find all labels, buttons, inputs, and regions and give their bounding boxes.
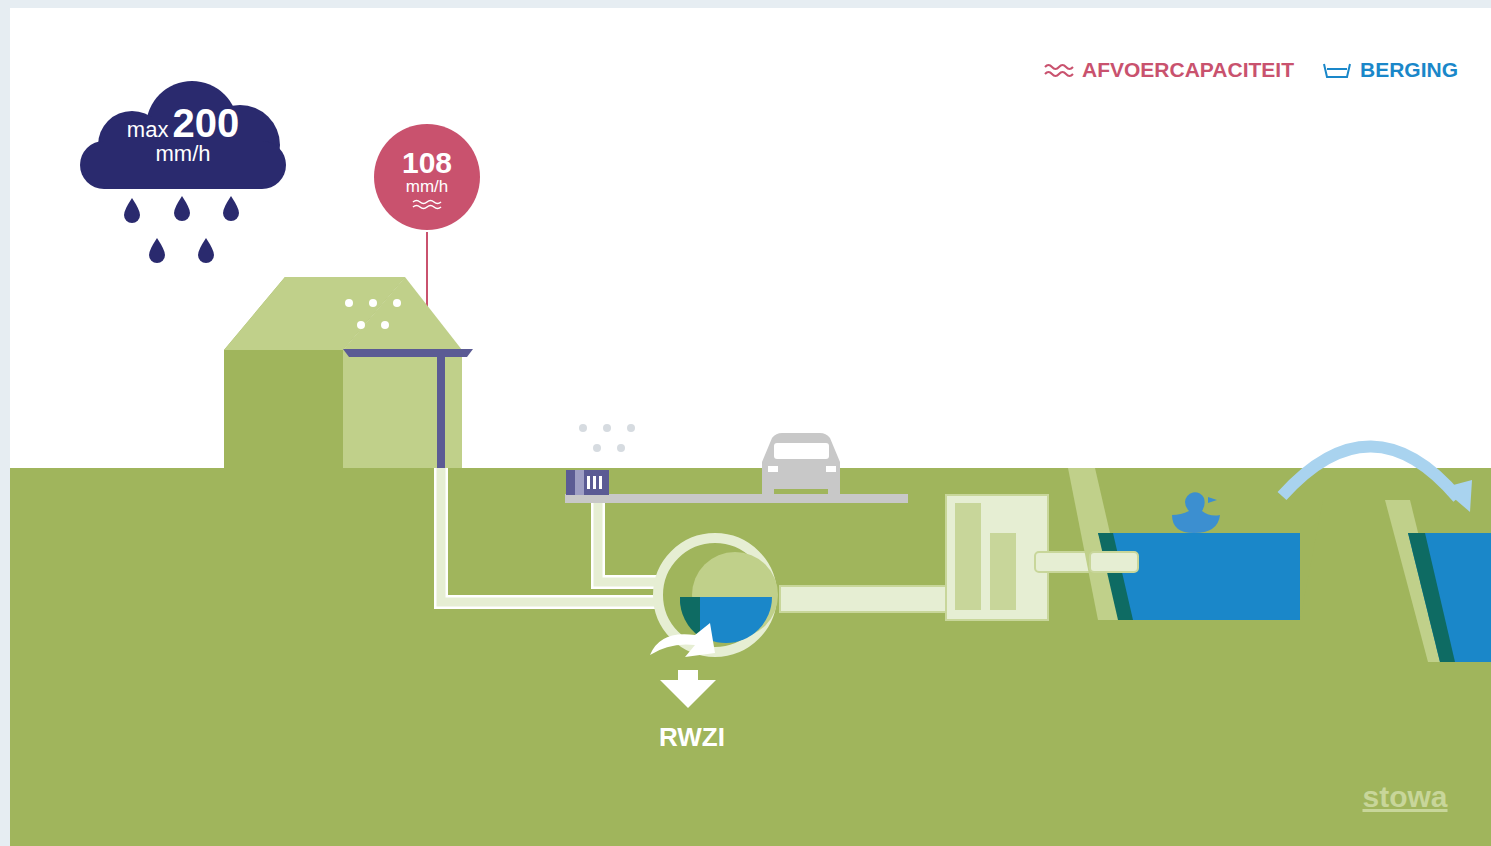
- basin-icon: [1322, 61, 1352, 79]
- basin-outline: [1324, 64, 1350, 77]
- node-text: mm/h: [156, 143, 211, 165]
- text-row: max200: [127, 103, 239, 143]
- wave-lines: [1045, 65, 1073, 76]
- text-row: mm/h: [406, 178, 449, 195]
- text-row: mm/h: [156, 143, 211, 165]
- wave-lines: [413, 201, 441, 209]
- circle-shape: [374, 124, 480, 230]
- node-text: mm/h: [406, 178, 449, 195]
- rain-cloud: max200mm/h: [80, 79, 286, 189]
- text-row: 108: [402, 148, 452, 178]
- wave-icon: [412, 198, 442, 210]
- plant-label: RWZI: [659, 722, 725, 753]
- capacity-circle: 108mm/h: [374, 124, 480, 230]
- cloud-shape: [80, 81, 286, 189]
- node-text: 200: [172, 103, 239, 143]
- watermark: stowa: [1362, 780, 1447, 814]
- legend: AFVOERCAPACITEIT BERGING: [1044, 58, 1458, 82]
- legend-text: BERGING: [1360, 58, 1458, 82]
- legend-text: AFVOERCAPACITEIT: [1082, 58, 1294, 82]
- legend-item: AFVOERCAPACITEIT: [1044, 58, 1294, 82]
- node-text: max: [127, 119, 169, 141]
- basin-level: [1327, 68, 1347, 70]
- wave-icon: [1044, 61, 1074, 79]
- legend-item: BERGING: [1322, 58, 1458, 82]
- cloud-base: [80, 141, 286, 189]
- node-text: 108: [402, 148, 452, 178]
